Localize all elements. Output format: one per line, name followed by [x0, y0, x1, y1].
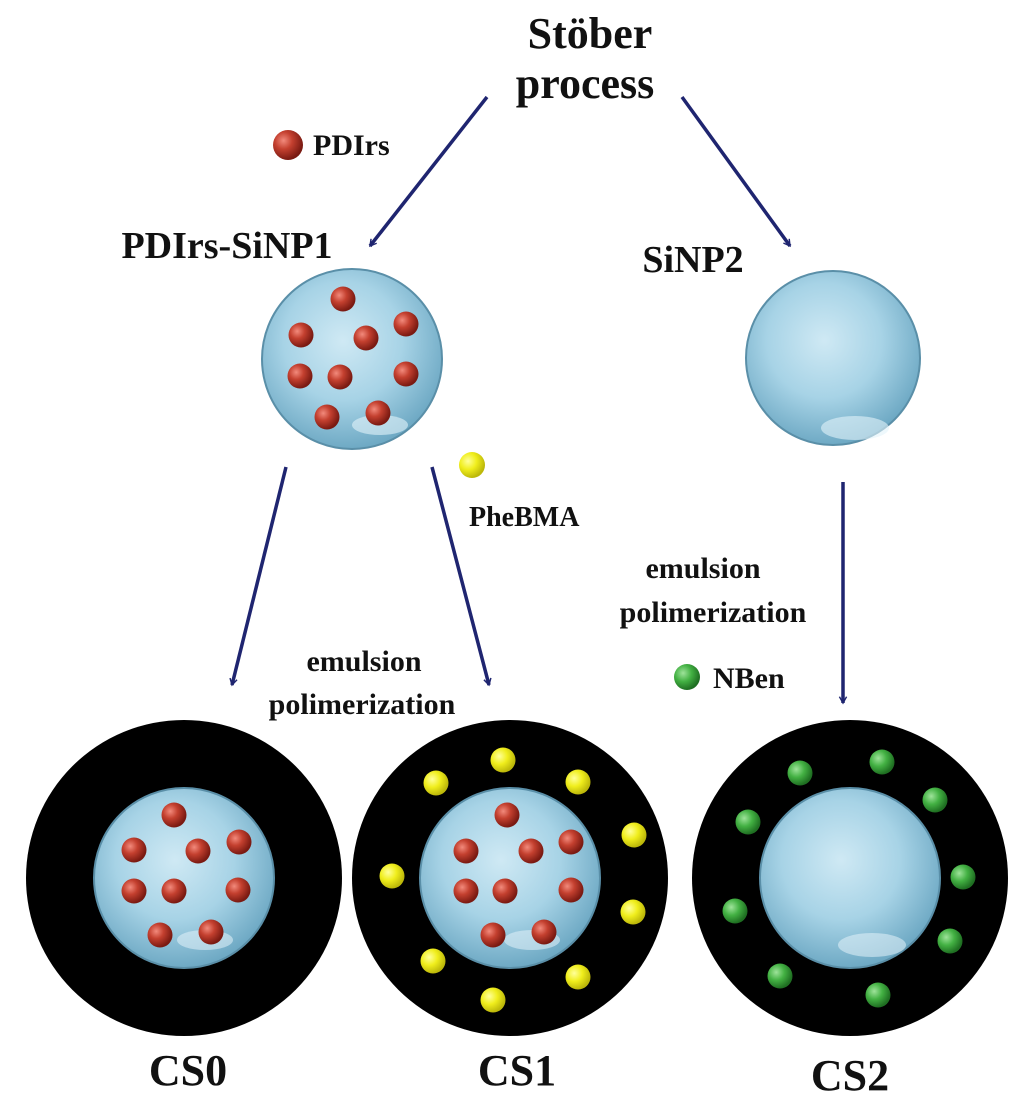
phebma-dot-icon	[459, 452, 485, 478]
title-line-1: Stöber	[528, 9, 653, 58]
arrow-to-sinp2	[680, 95, 792, 248]
emulsion-right-line-1: emulsion	[645, 552, 760, 585]
title-line-2: process	[516, 59, 655, 108]
cs0-particle	[26, 720, 342, 1036]
arrow-to-pdirs-sinp1	[368, 95, 489, 248]
emulsion-left-line-2: polimerization	[269, 688, 456, 721]
phebma-label: PheBMA	[469, 502, 580, 533]
emulsion-right-line-2: polimerization	[620, 596, 807, 629]
cs1-label: CS1	[478, 1046, 556, 1095]
pdirs-label: PDIrs	[313, 129, 390, 162]
nben-dot-icon	[674, 664, 700, 690]
sinp2-particle	[745, 270, 921, 446]
cs2-label: CS2	[811, 1051, 889, 1100]
sinp2-label: SiNP2	[642, 239, 743, 281]
cs0-pdirs-cluster	[121, 802, 252, 948]
cs0-label: CS0	[149, 1046, 227, 1095]
cs2-particle	[692, 720, 1008, 1036]
cs1-pdirs-cluster	[453, 802, 584, 948]
arrow-to-cs1	[430, 466, 492, 687]
arrow-to-cs0	[229, 466, 288, 687]
cs2-nben-shell	[722, 749, 976, 1008]
pdirs-dot-icon	[273, 130, 303, 160]
pdirs-sinp1-label: PDIrs-SiNP1	[121, 225, 332, 267]
pdirs-cluster	[287, 286, 419, 430]
emulsion-left-line-1: emulsion	[306, 645, 421, 678]
cs1-particle	[352, 720, 668, 1036]
cs1-phebma-shell	[379, 747, 647, 1013]
nben-label: NBen	[713, 662, 785, 695]
pdirs-sinp1-particle	[261, 268, 443, 450]
